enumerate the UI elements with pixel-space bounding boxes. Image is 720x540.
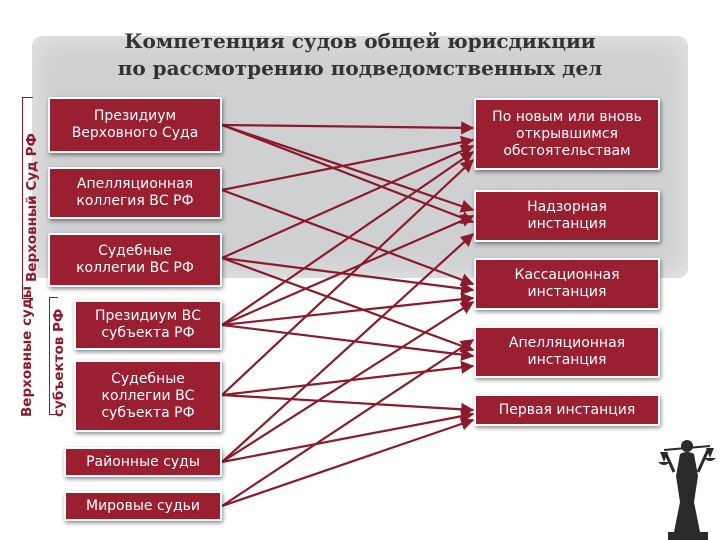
connector-arrow-10: [222, 298, 473, 325]
instance-first: Первая инстанция: [474, 394, 660, 426]
connector-arrow-7: [222, 258, 473, 350]
instance-supervisory: Надзорная инстанция: [474, 190, 660, 242]
connector-arrow-19: [222, 420, 473, 506]
connector-arrow-11: [222, 325, 473, 356]
themis-statue-icon: [654, 432, 720, 540]
connector-arrow-1: [222, 125, 473, 210]
connector-arrow-14: [222, 395, 473, 410]
court-appeal-board-supreme: Апелляционная коллегия ВС РФ: [48, 167, 222, 219]
connector-arrow-12: [222, 160, 473, 395]
connector-arrow-13: [222, 366, 473, 395]
connector-arrow-8: [222, 152, 473, 325]
connector-arrow-2: [222, 125, 473, 222]
court-judicial-boards-subject: Судебные коллегии ВС субъекта РФ: [74, 360, 222, 432]
connector-arrow-15: [222, 234, 473, 462]
connector-arrow-0: [222, 125, 473, 128]
court-district: Районные суды: [64, 447, 222, 477]
instance-appeal: Апелляционная инстанция: [474, 326, 660, 378]
court-presidium-subject: Президиум ВС субъекта РФ: [74, 300, 222, 350]
instance-new-circumstances: По новым или вновь открывшимся обстоятел…: [474, 98, 660, 170]
connector-arrow-18: [222, 340, 473, 506]
court-presidium-supreme: Президиум Верховного Суда: [48, 97, 222, 153]
connector-arrow-6: [222, 258, 473, 290]
instance-cassation: Кассационная инстанция: [474, 258, 660, 310]
court-magistrate: Мировые судьи: [64, 491, 222, 521]
connector-arrow-3: [222, 140, 473, 190]
court-judicial-boards-supreme: Судебные коллегии ВС РФ: [48, 233, 222, 287]
connector-arrow-5: [222, 146, 473, 258]
